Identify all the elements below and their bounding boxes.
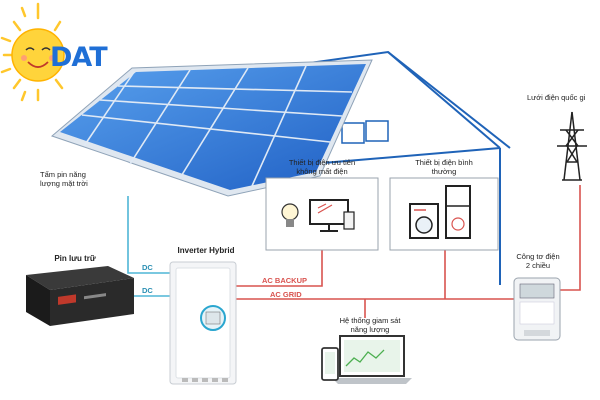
transmission-tower-icon: [557, 111, 587, 181]
dc-top-label: DC: [142, 263, 153, 272]
washing-machine-icon: [409, 203, 439, 239]
monitoring-label: Hệ thống giam sát năng lượng: [339, 316, 401, 334]
phone-icon: [321, 347, 339, 381]
logo-text: DAT: [50, 42, 108, 73]
grid-label: Lưới điện quốc gi: [527, 93, 586, 102]
normal-devices-box: [389, 177, 499, 251]
dc-bottom-label: DC: [142, 286, 153, 295]
inverter-icon: [169, 261, 237, 385]
solar-panel-icon: [51, 59, 373, 197]
battery-icon: [26, 266, 134, 326]
tv-icon: [309, 199, 355, 232]
normal-devices-label: Thiết bị điện bình thường: [415, 158, 473, 176]
meter-label: Công tơ điện 2 chiều: [516, 252, 560, 270]
fridge-icon: [445, 185, 471, 239]
priority-devices-label: Thiết bị điện ưu tiên không mất điện: [288, 158, 356, 176]
inverter-label: Inverter Hybrid: [177, 246, 235, 255]
battery-label: Pin lưu trữ: [54, 254, 96, 263]
dc-wires: [127, 196, 170, 297]
bulb-icon: [281, 203, 299, 227]
ac-backup-label: AC BACKUP: [262, 276, 307, 285]
laptop-icon: [332, 335, 412, 384]
solar-panel-label: Tấm pin năng lượng mặt trời: [40, 170, 88, 188]
ac-grid-label: AC GRID: [270, 290, 302, 299]
sun-icon: [0, 2, 65, 102]
electric-meter-icon: [513, 277, 561, 341]
